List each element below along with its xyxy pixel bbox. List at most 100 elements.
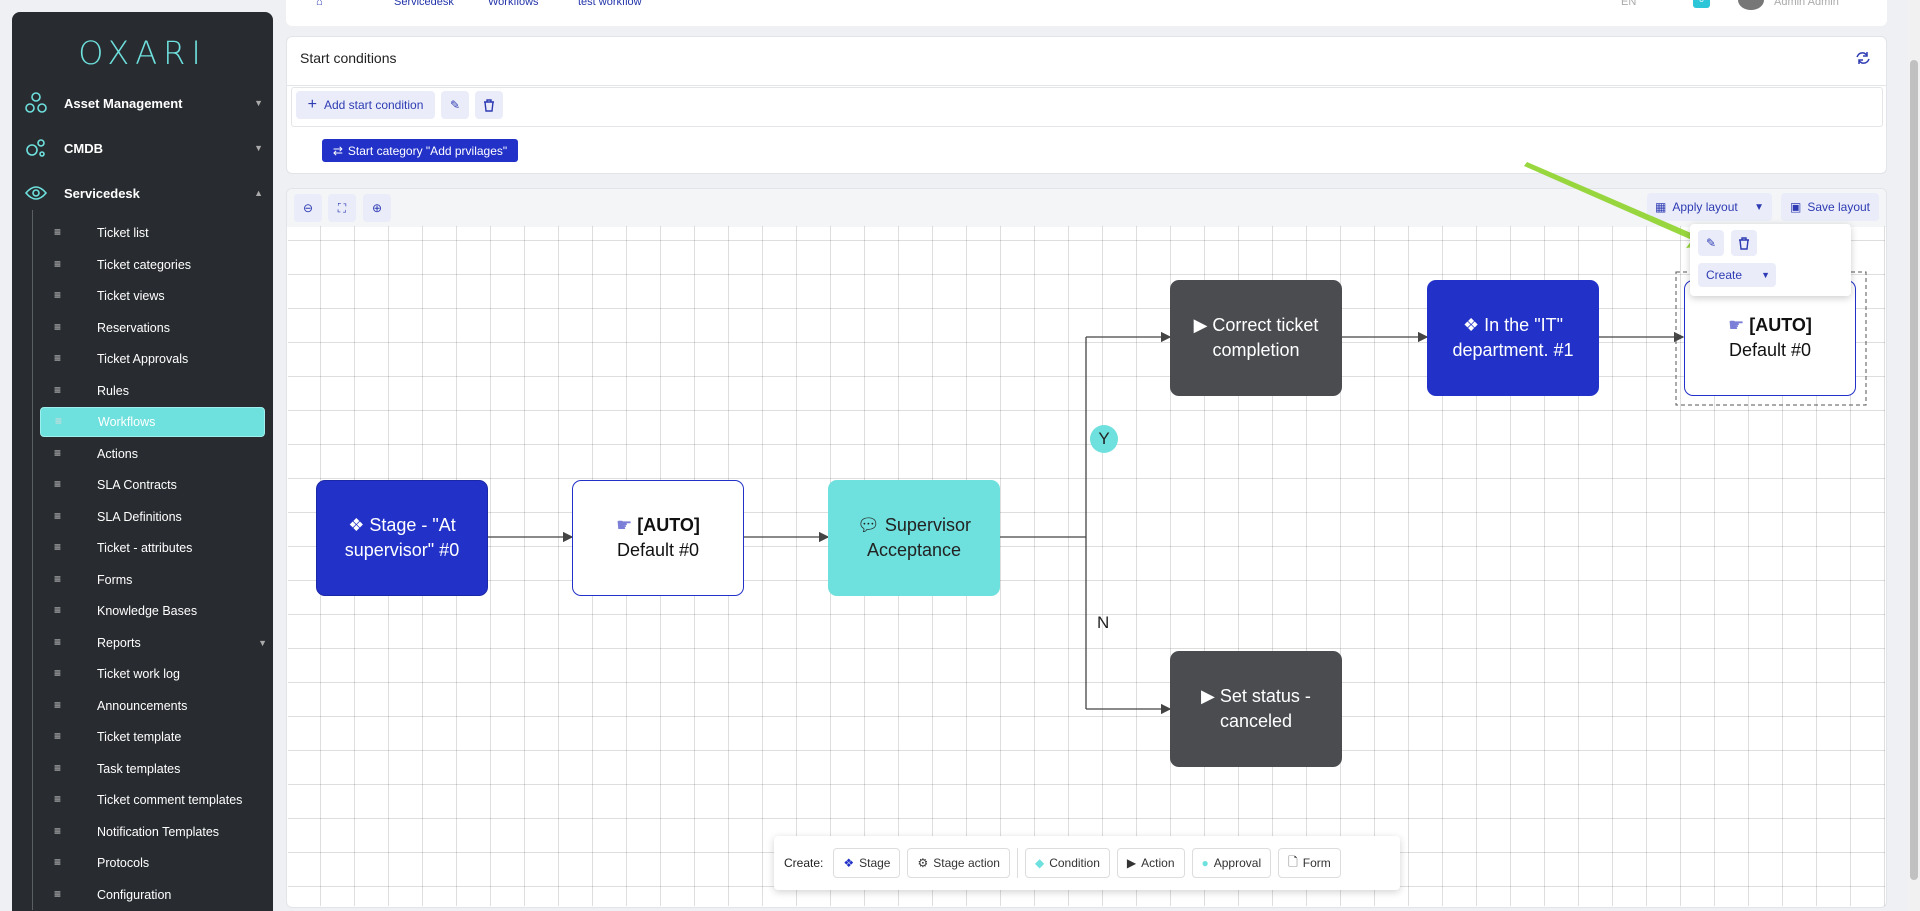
node-label: [AUTO] (637, 515, 700, 535)
chat-icon: 💬︎ (857, 515, 885, 535)
sidebar-item-actions[interactable]: ≡Actions (40, 439, 265, 469)
sidebar-item-knowledge-bases[interactable]: ≡Knowledge Bases (40, 596, 265, 626)
zoom-in-button[interactable]: ⊕ (363, 194, 391, 222)
nav-asset-management[interactable]: Asset Management ▼ (12, 83, 273, 123)
sidebar-item-ticket-attributes[interactable]: ≡Ticket - attributes (40, 533, 265, 563)
create-label: Create (1706, 268, 1743, 282)
sidebar-item-sla-contracts[interactable]: ≡SLA Contracts (40, 470, 265, 500)
home-icon[interactable]: ⌂ (316, 0, 323, 8)
node-correct-ticket-completion[interactable]: ▶ Correct ticket completion (1170, 280, 1342, 396)
sidebar-item-ticket-comment-templates[interactable]: ≡Ticket comment templates (40, 785, 265, 815)
notification-badge[interactable]: 0 (1693, 0, 1710, 8)
document-icon: 🗋 (1288, 854, 1298, 869)
node-auto-default-1[interactable]: ☛ [AUTO] Default #0 (572, 480, 744, 596)
sidebar-item-ticket-template[interactable]: ≡Ticket template (40, 722, 265, 752)
document-icon: ≡ (54, 477, 62, 491)
sidebar-item-forms[interactable]: ≡Forms (40, 565, 265, 595)
servicedesk-icon (24, 186, 48, 200)
sidebar-item-label: Ticket views (97, 289, 165, 303)
node-supervisor-acceptance[interactable]: 💬︎ Supervisor Acceptance (828, 480, 1000, 596)
sidebar-item-label: Ticket Approvals (97, 352, 189, 366)
zoom-out-button[interactable]: ⊖ (294, 194, 322, 222)
sidebar-item-ticket-categories[interactable]: ≡ Ticket categories (40, 250, 265, 280)
fit-screen-button[interactable]: ⛶ (328, 194, 356, 222)
add-start-condition-button[interactable]: + Add start condition (296, 91, 435, 119)
sidebar-item-ticket-work-log[interactable]: ≡Ticket work log (40, 659, 265, 689)
sidebar-item-ticket-approvals[interactable]: ≡Ticket Approvals (40, 344, 265, 374)
edit-node-button[interactable]: ✎ (1698, 230, 1724, 256)
node-stage-supervisor[interactable]: ❖ Stage - "At supervisor" #0 (316, 480, 488, 596)
sidebar-item-label: Rules (97, 384, 129, 398)
sidebar-item-sla-definitions[interactable]: ≡SLA Definitions (40, 502, 265, 532)
sidebar-item-announcements[interactable]: ≡Announcements (40, 691, 265, 721)
create-stage-action-button[interactable]: ⚙Stage action (907, 848, 1010, 878)
create-condition-button[interactable]: ◆Condition (1024, 848, 1110, 878)
breadcrumb-servicedesk[interactable]: Servicedesk (394, 0, 454, 8)
language-selector[interactable]: EN (1621, 0, 1637, 8)
play-icon: ▶ (1126, 856, 1137, 870)
node-label: Stage - "At supervisor" #0 (344, 515, 460, 560)
sidebar-item-label: Protocols (97, 856, 150, 870)
sidebar-item-reservations[interactable]: ≡Reservations (40, 313, 265, 343)
layers-icon: ❖ (348, 515, 370, 535)
scrollbar-thumb[interactable] (1910, 60, 1918, 880)
create-approval-button[interactable]: ● Approval (1191, 848, 1272, 878)
zoom-in-icon: ⊕ (371, 201, 383, 215)
sidebar-item-ticket-views[interactable]: ≡Ticket views (40, 281, 265, 311)
avatar[interactable] (1738, 0, 1764, 10)
sidebar-item-workflows[interactable]: ≡Workflows (40, 407, 265, 437)
play-icon: ▶ (1201, 686, 1220, 706)
chevron-down-icon[interactable]: ▼ (1754, 201, 1764, 213)
node-label: Set status - canceled (1219, 686, 1311, 731)
pencil-icon: ✎ (449, 98, 461, 112)
categories-icon: ≡ (54, 257, 62, 271)
sidebar-item-task-templates[interactable]: ≡Task templates (40, 754, 265, 784)
scrollbar-track[interactable] (1908, 0, 1920, 911)
sidebar-item-notification-templates[interactable]: ≡Notification Templates (40, 817, 265, 847)
refresh-icon: ⇄ (332, 143, 343, 158)
node-auto-default-2[interactable]: ☛ [AUTO] Default #0 (1684, 280, 1856, 396)
node-label: [AUTO] (1749, 315, 1812, 335)
button-label: Approval (1213, 856, 1262, 870)
breadcrumb-current[interactable]: test workflow (578, 0, 642, 8)
sidebar-item-rules[interactable]: ≡Rules (40, 376, 265, 406)
create-stage-button[interactable]: ❖Stage (833, 848, 901, 878)
sidebar-item-label: SLA Definitions (97, 510, 182, 524)
save-layout-button[interactable]: ▣ Save layout (1781, 193, 1879, 221)
button-label: Condition (1049, 856, 1100, 870)
sidebar-item-label: Forms (97, 573, 133, 587)
nav-servicedesk[interactable]: Servicedesk ▲ (12, 173, 273, 213)
sidebar-item-ticket-list[interactable]: ≡Ticket list (40, 218, 265, 248)
workflow-icon: ≡ (55, 414, 63, 428)
button-label: Stage (859, 856, 891, 870)
delete-condition-button[interactable] (475, 91, 503, 119)
sidebar-item-protocols[interactable]: ≡Protocols (40, 848, 265, 878)
breadcrumb-workflows[interactable]: Workflows (488, 0, 539, 8)
layers-icon: ❖ (1463, 315, 1485, 335)
chevron-down-icon: ▼ (254, 98, 263, 108)
play-icon: ▶ (1193, 315, 1213, 335)
sidebar: OXARI Asset Management ▼ CMDB ▼ Serviced… (12, 12, 273, 911)
node-set-status-canceled[interactable]: ▶ Set status - canceled (1170, 651, 1342, 767)
apply-layout-label: Apply layout (1672, 200, 1738, 214)
chat-icon: ● (1201, 856, 1209, 870)
create-action-button[interactable]: ▶Action (1116, 848, 1185, 878)
delete-node-button[interactable] (1731, 230, 1757, 256)
edit-condition-button[interactable]: ✎ (441, 91, 469, 119)
user-name[interactable]: Admin Admin (1774, 0, 1839, 8)
start-category-tag[interactable]: ⇄ Start category "Add prvilages" (322, 139, 518, 162)
create-dropdown-button[interactable]: Create ▼ (1698, 263, 1776, 287)
nav-cmdb[interactable]: CMDB ▼ (12, 128, 273, 168)
sidebar-item-label: Ticket comment templates (97, 793, 243, 807)
node-it-department[interactable]: ❖ In the "IT" department. #1 (1427, 280, 1599, 396)
refresh-icon[interactable] (1854, 51, 1872, 65)
logo: OXARI (78, 34, 207, 72)
sidebar-item-reports[interactable]: ≡Reports▼ (40, 628, 267, 658)
apply-layout-button[interactable]: ▦ Apply layout ▼ (1647, 193, 1772, 221)
create-form-button[interactable]: 🗋Form (1278, 848, 1341, 878)
sidebar-item-configuration[interactable]: ≡Configuration (40, 880, 265, 910)
pointing-hand-icon: ☛ (616, 515, 638, 535)
sidebar-item-label: Ticket categories (97, 258, 192, 272)
sidebar-item-label: Ticket work log (97, 667, 180, 681)
sidebar-item-label: Ticket template (97, 730, 182, 744)
